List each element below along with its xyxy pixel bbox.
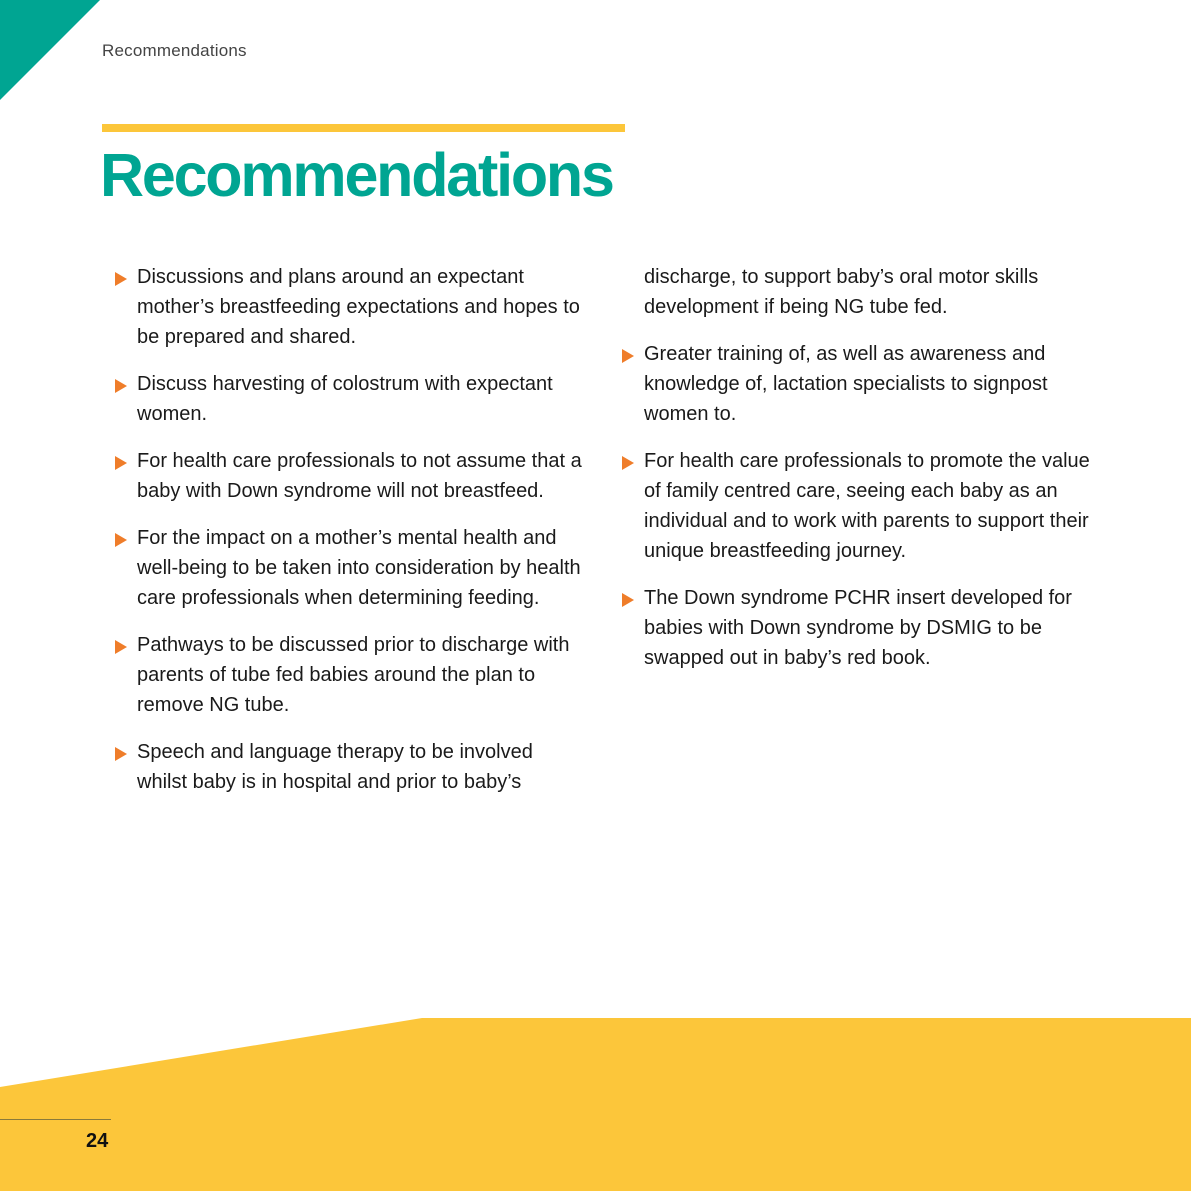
list-item-text: Pathways to be discussed prior to discha… [137, 634, 570, 716]
triangle-bullet-icon [115, 379, 127, 393]
list-item-text: For health care professionals to not ass… [137, 450, 582, 502]
triangle-bullet-icon [115, 272, 127, 286]
recommendations-left-column: Discussions and plans around an expectan… [115, 262, 585, 814]
recommendations-right-column: discharge, to support baby’s oral motor … [622, 262, 1092, 690]
running-header: Recommendations [102, 41, 247, 60]
list-item: Speech and language therapy to be involv… [115, 737, 585, 797]
list-item-text: Greater training of, as well as awarenes… [644, 343, 1048, 425]
triangle-bullet-icon [115, 640, 127, 654]
list-item: For the impact on a mother’s mental heal… [115, 523, 585, 613]
list-item: Pathways to be discussed prior to discha… [115, 630, 585, 720]
footer-yellow-band [0, 1018, 1191, 1191]
list-item: Discussions and plans around an expectan… [115, 262, 585, 352]
title-rule [102, 124, 625, 132]
list-item-continuation: discharge, to support baby’s oral motor … [622, 262, 1092, 322]
triangle-bullet-icon [115, 456, 127, 470]
list-item-text: For the impact on a mother’s mental heal… [137, 527, 581, 609]
list-item-text: For health care professionals to promote… [644, 450, 1090, 562]
list-item: For health care professionals to promote… [622, 446, 1092, 566]
list-item-text: Discussions and plans around an expectan… [137, 266, 580, 348]
page-title: Recommendations [100, 141, 615, 209]
page-number: 24 [86, 1130, 109, 1152]
list-item-text: Discuss harvesting of colostrum with exp… [137, 373, 553, 425]
list-item: The Down syndrome PCHR insert developed … [622, 583, 1092, 673]
triangle-bullet-icon [115, 747, 127, 761]
list-item-text: discharge, to support baby’s oral motor … [644, 266, 1039, 318]
footer-rule [0, 1119, 111, 1120]
triangle-bullet-icon [622, 593, 634, 607]
list-item: Greater training of, as well as awarenes… [622, 339, 1092, 429]
triangle-bullet-icon [115, 533, 127, 547]
list-item-text: The Down syndrome PCHR insert developed … [644, 587, 1072, 669]
triangle-bullet-icon [622, 456, 634, 470]
triangle-bullet-icon [622, 349, 634, 363]
list-item-text: Speech and language therapy to be involv… [137, 741, 533, 793]
list-item: For health care professionals to not ass… [115, 446, 585, 506]
list-item: Discuss harvesting of colostrum with exp… [115, 369, 585, 429]
corner-triangle-decoration [0, 0, 100, 100]
